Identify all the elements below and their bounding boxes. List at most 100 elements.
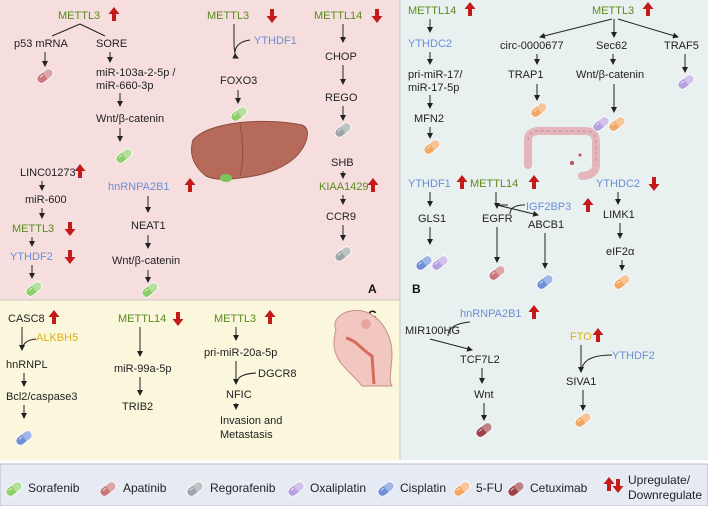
a-p53-mrna: p53 mRNA xyxy=(14,38,68,50)
b-hnrnpa2b1: hnRNPA2B1 xyxy=(460,308,522,320)
b-circ-0000677: circ-0000677 xyxy=(500,40,564,52)
c-metastasis: Metastasis xyxy=(220,429,273,441)
legend-cisplatin-label: Cisplatin xyxy=(400,481,446,495)
a-mir103: miR-103a-2-5p / xyxy=(96,67,176,79)
cetuximab-pill-icon xyxy=(475,420,494,438)
b-gls1: GLS1 xyxy=(418,213,446,225)
regorafenib-pill-icon xyxy=(186,479,205,497)
b-sec62: Sec62 xyxy=(596,40,627,52)
a-ccr9: CCR9 xyxy=(326,211,356,223)
c-nfic: NFIC xyxy=(226,389,252,401)
panel-c-background xyxy=(0,300,400,460)
c-invasion: Invasion and xyxy=(220,415,282,427)
legend-oxaliplatin-label: Oxaliplatin xyxy=(310,481,366,495)
sorafenib-pill-icon xyxy=(5,479,24,497)
c-mettl3: METTL3 xyxy=(214,313,256,325)
legend: Sorafenib Apatinib Regorafenib Oxaliplat… xyxy=(28,473,702,502)
regorafenib-pill-icon xyxy=(334,120,353,138)
legend-regorafenib-label: Regorafenib xyxy=(210,481,276,495)
b-egfr: EGFR xyxy=(482,213,513,225)
legend-background xyxy=(0,463,708,506)
b-mir17-5p: miR-17-5p xyxy=(408,82,459,94)
a-rego: REGO xyxy=(325,92,358,104)
apatinib-pill-icon xyxy=(36,66,55,84)
cisplatin-pill-icon xyxy=(536,272,555,290)
regorafenib-pill-icon xyxy=(334,244,353,262)
b-traf5: TRAF5 xyxy=(664,40,699,52)
b-igf2bp3: IGF2BP3 xyxy=(526,201,571,213)
colon-illustration xyxy=(524,126,600,180)
b-ythdc2: YTHDC2 xyxy=(408,38,452,50)
sorafenib-pill-icon xyxy=(230,104,249,122)
a-sore: SORE xyxy=(96,38,127,50)
b-mir100hg: MIR100HG xyxy=(405,325,460,337)
oxaliplatin-pill-icon xyxy=(592,114,611,132)
c-pri-mir20a: pri-miR-20a-5p xyxy=(204,347,277,359)
a-kiaa1429: KIAA1429 xyxy=(319,181,369,193)
a-mir600: miR-600 xyxy=(25,194,67,206)
b-ythdf2: YTHDF2 xyxy=(612,350,655,362)
cisplatin-pill-icon xyxy=(15,428,34,446)
b-mettl3-top: METTL3 xyxy=(592,5,634,17)
b-wnt: Wnt xyxy=(474,389,494,401)
fiveFU-pill-icon xyxy=(530,100,549,118)
a-foxo3: FOXO3 xyxy=(220,75,257,87)
a-wnt-catenin-1: Wnt/β-catenin xyxy=(96,113,164,125)
fiveFU-pill-icon xyxy=(608,114,627,132)
c-trib2: TRIB2 xyxy=(122,401,153,413)
b-fto: FTO xyxy=(570,331,592,343)
b-abcb1: ABCB1 xyxy=(528,219,564,231)
cisplatin-pill-icon xyxy=(377,479,396,497)
c-mir99a: miR-99a-5p xyxy=(114,363,171,375)
a-neat1: NEAT1 xyxy=(131,220,166,232)
legend-upregulate: Upregulate/ xyxy=(628,473,691,487)
sorafenib-pill-icon xyxy=(141,280,160,298)
sorafenib-pill-icon xyxy=(115,146,134,164)
a-wnt-catenin-2: Wnt/β-catenin xyxy=(112,255,180,267)
c-mettl14: METTL14 xyxy=(118,313,166,325)
b-ythdf1: YTHDF1 xyxy=(408,178,451,190)
a-mettl3-lower: METTL3 xyxy=(12,223,54,235)
c-dgcr8: DGCR8 xyxy=(258,368,297,380)
oxaliplatin-pill-icon xyxy=(287,479,306,497)
apatinib-pill-icon xyxy=(99,479,118,497)
panel-b-label: B xyxy=(412,282,421,296)
fiveFU-pill-icon xyxy=(574,410,593,428)
apatinib-pill-icon xyxy=(488,263,507,281)
c-casc8: CASC8 xyxy=(8,313,45,325)
cetuximab-pill-icon xyxy=(507,479,526,497)
panel-b-background xyxy=(400,0,708,460)
fiveFU-pill-icon xyxy=(423,137,442,155)
a-mettl3-mid: METTL3 xyxy=(207,10,249,22)
a-shb: SHB xyxy=(331,157,354,169)
b-eif2a: eIF2α xyxy=(606,246,635,258)
legend-apatinib-label: Apatinib xyxy=(123,481,167,495)
fiveFU-pill-icon xyxy=(453,479,472,497)
a-linc01273: LINC01273 xyxy=(20,167,76,179)
a-mettl14: METTL14 xyxy=(314,10,362,22)
b-tcf7l2: TCF7L2 xyxy=(460,354,500,366)
b-ythdc2-lower: YTHDC2 xyxy=(596,178,640,190)
fiveFU-pill-icon xyxy=(613,272,632,290)
legend-downregulate: Downregulate xyxy=(628,488,702,502)
b-mettl14-top: METTL14 xyxy=(408,5,456,17)
c-hnrnpl: hnRNPL xyxy=(6,359,48,371)
legend-sorafenib-label: Sorafenib xyxy=(28,481,80,495)
a-mettl3-top: METTL3 xyxy=(58,10,100,22)
c-alkbh5: ALKBH5 xyxy=(36,332,78,344)
a-mir660: miR-660-3p xyxy=(96,80,153,92)
b-pri-mir17: pri-miR-17/ xyxy=(408,69,463,81)
a-chop: CHOP xyxy=(325,51,357,63)
c-bcl2-caspase3: Bcl2/caspase3 xyxy=(6,391,78,403)
b-mettl14-mid: METTL14 xyxy=(470,178,518,190)
panel-a-label: A xyxy=(368,282,377,296)
oxaliplatin-pill-icon xyxy=(677,72,696,90)
head-neck-illustration xyxy=(333,310,393,387)
a-ythdf1: YTHDF1 xyxy=(254,35,297,47)
legend-cetuximab-label: Cetuximab xyxy=(530,481,588,495)
a-hnrnpa2b1: hnRNPA2B1 xyxy=(108,181,170,193)
b-limk1: LIMK1 xyxy=(603,209,635,221)
oxaliplatin-pill-icon xyxy=(431,253,450,271)
b-siva1: SIVA1 xyxy=(566,376,596,388)
